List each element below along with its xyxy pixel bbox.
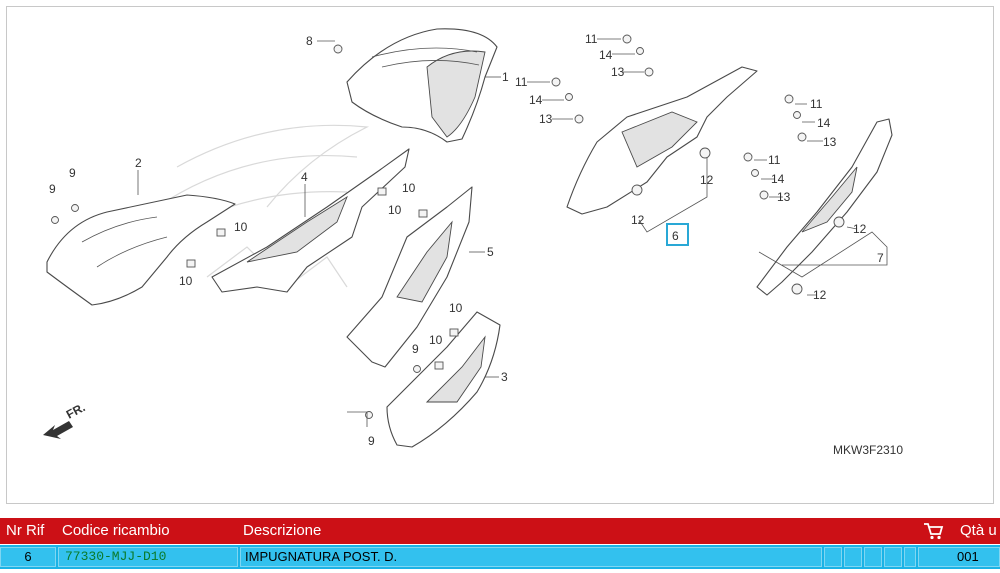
callout-labels: 1 2 3 4 5 7 8 9 9 9 9 10 10 10 10 10 10 … — [49, 32, 884, 448]
callout-4: 4 — [301, 170, 308, 184]
part-lower-cover[interactable] — [386, 311, 501, 448]
cell-spacer-5 — [904, 547, 916, 567]
drawing-code: MKW3F2310 — [833, 443, 903, 457]
part-inner-panel[interactable] — [346, 186, 473, 368]
part-side-cover-left[interactable] — [46, 194, 236, 306]
callout-13a: 13 — [611, 65, 625, 79]
cell-spacer-3 — [864, 547, 882, 567]
callout-1: 1 — [502, 70, 509, 84]
callout-8: 8 — [306, 34, 313, 48]
header-ref: Nr Rif — [6, 522, 45, 539]
callout-5: 5 — [487, 245, 494, 259]
callout-11b: 11 — [515, 75, 528, 89]
callout-14c: 14 — [817, 116, 831, 130]
callout-10f: 10 — [429, 333, 443, 347]
callout-13c: 13 — [823, 135, 837, 149]
cell-qty: 001 — [918, 547, 1000, 567]
callout-7: 7 — [877, 251, 884, 265]
callout-12b: 12 — [700, 173, 714, 187]
direction-label: FR. — [64, 400, 88, 421]
cell-spacer-4 — [884, 547, 902, 567]
parts-diagram: 1 2 3 4 5 7 8 9 9 9 9 10 10 10 10 10 10 … — [6, 6, 994, 504]
callout-11d: 11 — [768, 153, 781, 167]
callout-9b: 9 — [69, 166, 76, 180]
header-qty: Qtà u — [960, 522, 997, 539]
callout-9a: 9 — [49, 182, 56, 196]
exploded-view: 1 2 3 4 5 7 8 9 9 9 9 10 10 10 10 10 10 … — [43, 28, 903, 457]
cell-ref: 6 — [0, 547, 56, 567]
cell-spacer-1 — [824, 547, 842, 567]
table-header: Nr Rif Codice ricambio Descrizione Qtà u — [0, 518, 1000, 544]
callout-12a: 12 — [631, 213, 645, 227]
callout-12d: 12 — [813, 288, 827, 302]
callout-14b: 14 — [529, 93, 543, 107]
callout-2: 2 — [135, 156, 142, 170]
callout-6: 6 — [672, 229, 679, 243]
parts-table: Nr Rif Codice ricambio Descrizione Qtà u… — [0, 518, 1000, 573]
cart-icon[interactable] — [922, 521, 944, 541]
callout-14d: 14 — [771, 172, 785, 186]
callout-10d: 10 — [388, 203, 402, 217]
callout-13d: 13 — [777, 190, 791, 204]
callout-9d: 9 — [368, 434, 375, 448]
front-direction-arrow: FR. — [43, 400, 87, 439]
callout-12c: 12 — [853, 222, 867, 236]
header-description: Descrizione — [243, 522, 322, 539]
table-row[interactable]: 6 77330-MJJ-D10 IMPUGNATURA POST. D. 001 — [0, 545, 1000, 569]
callout-10a: 10 — [234, 220, 248, 234]
part-bracket-frame[interactable] — [211, 148, 410, 293]
callout-9c: 9 — [412, 342, 419, 356]
leader-lines — [137, 38, 888, 427]
callout-10e: 10 — [449, 301, 463, 315]
callout-6-highlight[interactable]: 6 — [666, 223, 689, 246]
callout-13b: 13 — [539, 112, 553, 126]
cell-spacer-2 — [844, 547, 862, 567]
callout-3: 3 — [501, 370, 508, 384]
part-seat[interactable] — [346, 28, 498, 143]
callout-11a: 11 — [585, 32, 598, 46]
cell-description: IMPUGNATURA POST. D. — [240, 547, 822, 567]
part-rear-grip-right[interactable] — [566, 66, 758, 215]
callout-10b: 10 — [179, 274, 193, 288]
callout-14a: 14 — [599, 48, 613, 62]
callout-10c: 10 — [402, 181, 416, 195]
header-code: Codice ricambio — [62, 522, 170, 539]
part-rear-grip-left[interactable] — [756, 118, 893, 296]
callout-11c: 11 — [810, 97, 823, 111]
cell-code[interactable]: 77330-MJJ-D10 — [58, 547, 238, 567]
